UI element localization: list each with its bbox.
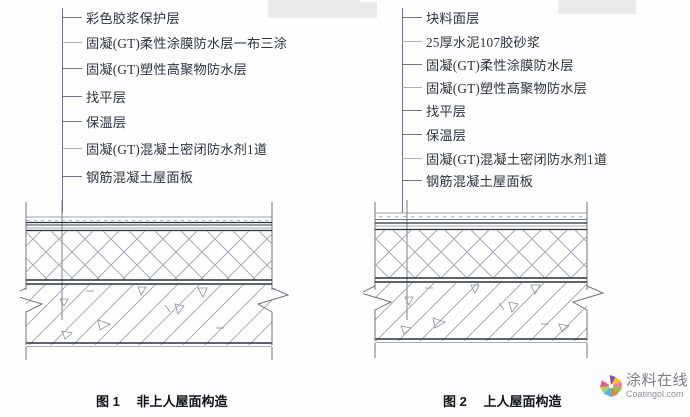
leader-spine-right [402,8,403,213]
layer-label: 钢筋混凝土屋面板 [86,169,194,185]
layer-label-row: 找平层 [402,99,466,121]
layer-label-row: 钢筋混凝土屋面板 [62,165,193,187]
layer-label-row: 彩色胶浆保护层 [62,6,180,28]
layer-label: 保温层 [426,127,467,143]
layer-label: 固凝(GT)混凝土密闭防水剂1道 [86,141,268,157]
leader-tick-icon [402,40,422,42]
caption-number: 图 2 [443,394,467,409]
leader-tick-icon [402,86,422,88]
leader-tick-icon [62,16,82,18]
scan-artifact [268,0,360,18]
layer-label: 找平层 [426,103,467,119]
layer-label-row: 找平层 [62,85,126,107]
cross-section-drawing-right [363,200,605,358]
leader-tick-icon [62,41,82,43]
layer-label-row: 25厚水泥107胶砂浆 [402,30,540,52]
leader-tick-icon [62,175,82,177]
caption-title: 非上人屋面构造 [136,394,228,409]
layer-label-row: 钢筋混凝土屋面板 [402,169,533,191]
figure-non-accessible-roof: 彩色胶浆保护层 固凝(GT)柔性涂膜防水层一布三涂 固凝(GT)塑性高聚物防水层… [20,6,290,410]
leader-tick-icon [402,157,422,159]
layer-label: 固凝(GT)柔性涂膜防水层一布三涂 [86,35,288,51]
layer-label: 固凝(GT)塑性高聚物防水层 [86,61,248,77]
layer-label: 钢筋混凝土屋面板 [426,173,534,189]
scan-artifact [558,0,636,14]
leader-tick-icon [402,179,422,181]
layer-label: 固凝(GT)混凝土密闭防水剂1道 [426,151,608,167]
layer-label-row: 固凝(GT)混凝土密闭防水剂1道 [62,137,267,159]
caption-title: 上人屋面构造 [483,394,562,409]
layer-label: 找平层 [86,89,127,105]
figure-accessible-roof: 块料面层 25厚水泥107胶砂浆 固凝(GT)柔性涂膜防水层 固凝(GT)塑性高… [345,0,690,417]
layer-label: 彩色胶浆保护层 [86,10,180,26]
cross-section-drawing-left [20,200,290,360]
figure-caption-left: 图 1 非上人屋面构造 [96,391,227,410]
layer-label: 25厚水泥107胶砂浆 [426,34,541,50]
watermark: 涂料在线 Coatingol.com [598,366,690,406]
layer-label-row: 保温层 [62,110,126,132]
leader-tick-icon [402,133,422,135]
scan-artifact [349,2,377,18]
leader-tick-icon [62,67,82,69]
layer-label-row: 固凝(GT)柔性涂膜防水层 [402,53,574,75]
caption-number: 图 1 [96,394,120,409]
layer-label-row: 固凝(GT)塑性高聚物防水层 [402,76,587,98]
leader-tick-icon [402,109,422,111]
layer-label: 保温层 [86,114,127,130]
leader-tick-icon [402,16,422,18]
watermark-text-cn: 涂料在线 [626,372,689,389]
leader-tick-icon [62,147,82,149]
watermark-text-en: Coatingol.com [626,389,684,399]
pinwheel-logo-icon [599,374,623,398]
layer-label: 块料面层 [426,10,480,26]
leader-tick-icon [62,120,82,122]
layer-label: 固凝(GT)塑性高聚物防水层 [426,80,588,96]
layer-label-row: 固凝(GT)柔性涂膜防水层一布三涂 [62,31,287,53]
layer-label-row: 块料面层 [402,6,480,28]
layer-label-row: 保温层 [402,123,466,145]
layer-label: 固凝(GT)柔性涂膜防水层 [426,57,574,73]
leader-spine-left [62,8,63,213]
watermark-text: 涂料在线 Coatingol.com [626,373,688,399]
leader-tick-icon [402,63,422,65]
leader-tick-icon [62,95,82,97]
layer-label-row: 固凝(GT)混凝土密闭防水剂1道 [402,147,607,169]
figure-caption-right: 图 2 上人屋面构造 [443,391,561,410]
layer-label-row: 固凝(GT)塑性高聚物防水层 [62,57,247,79]
